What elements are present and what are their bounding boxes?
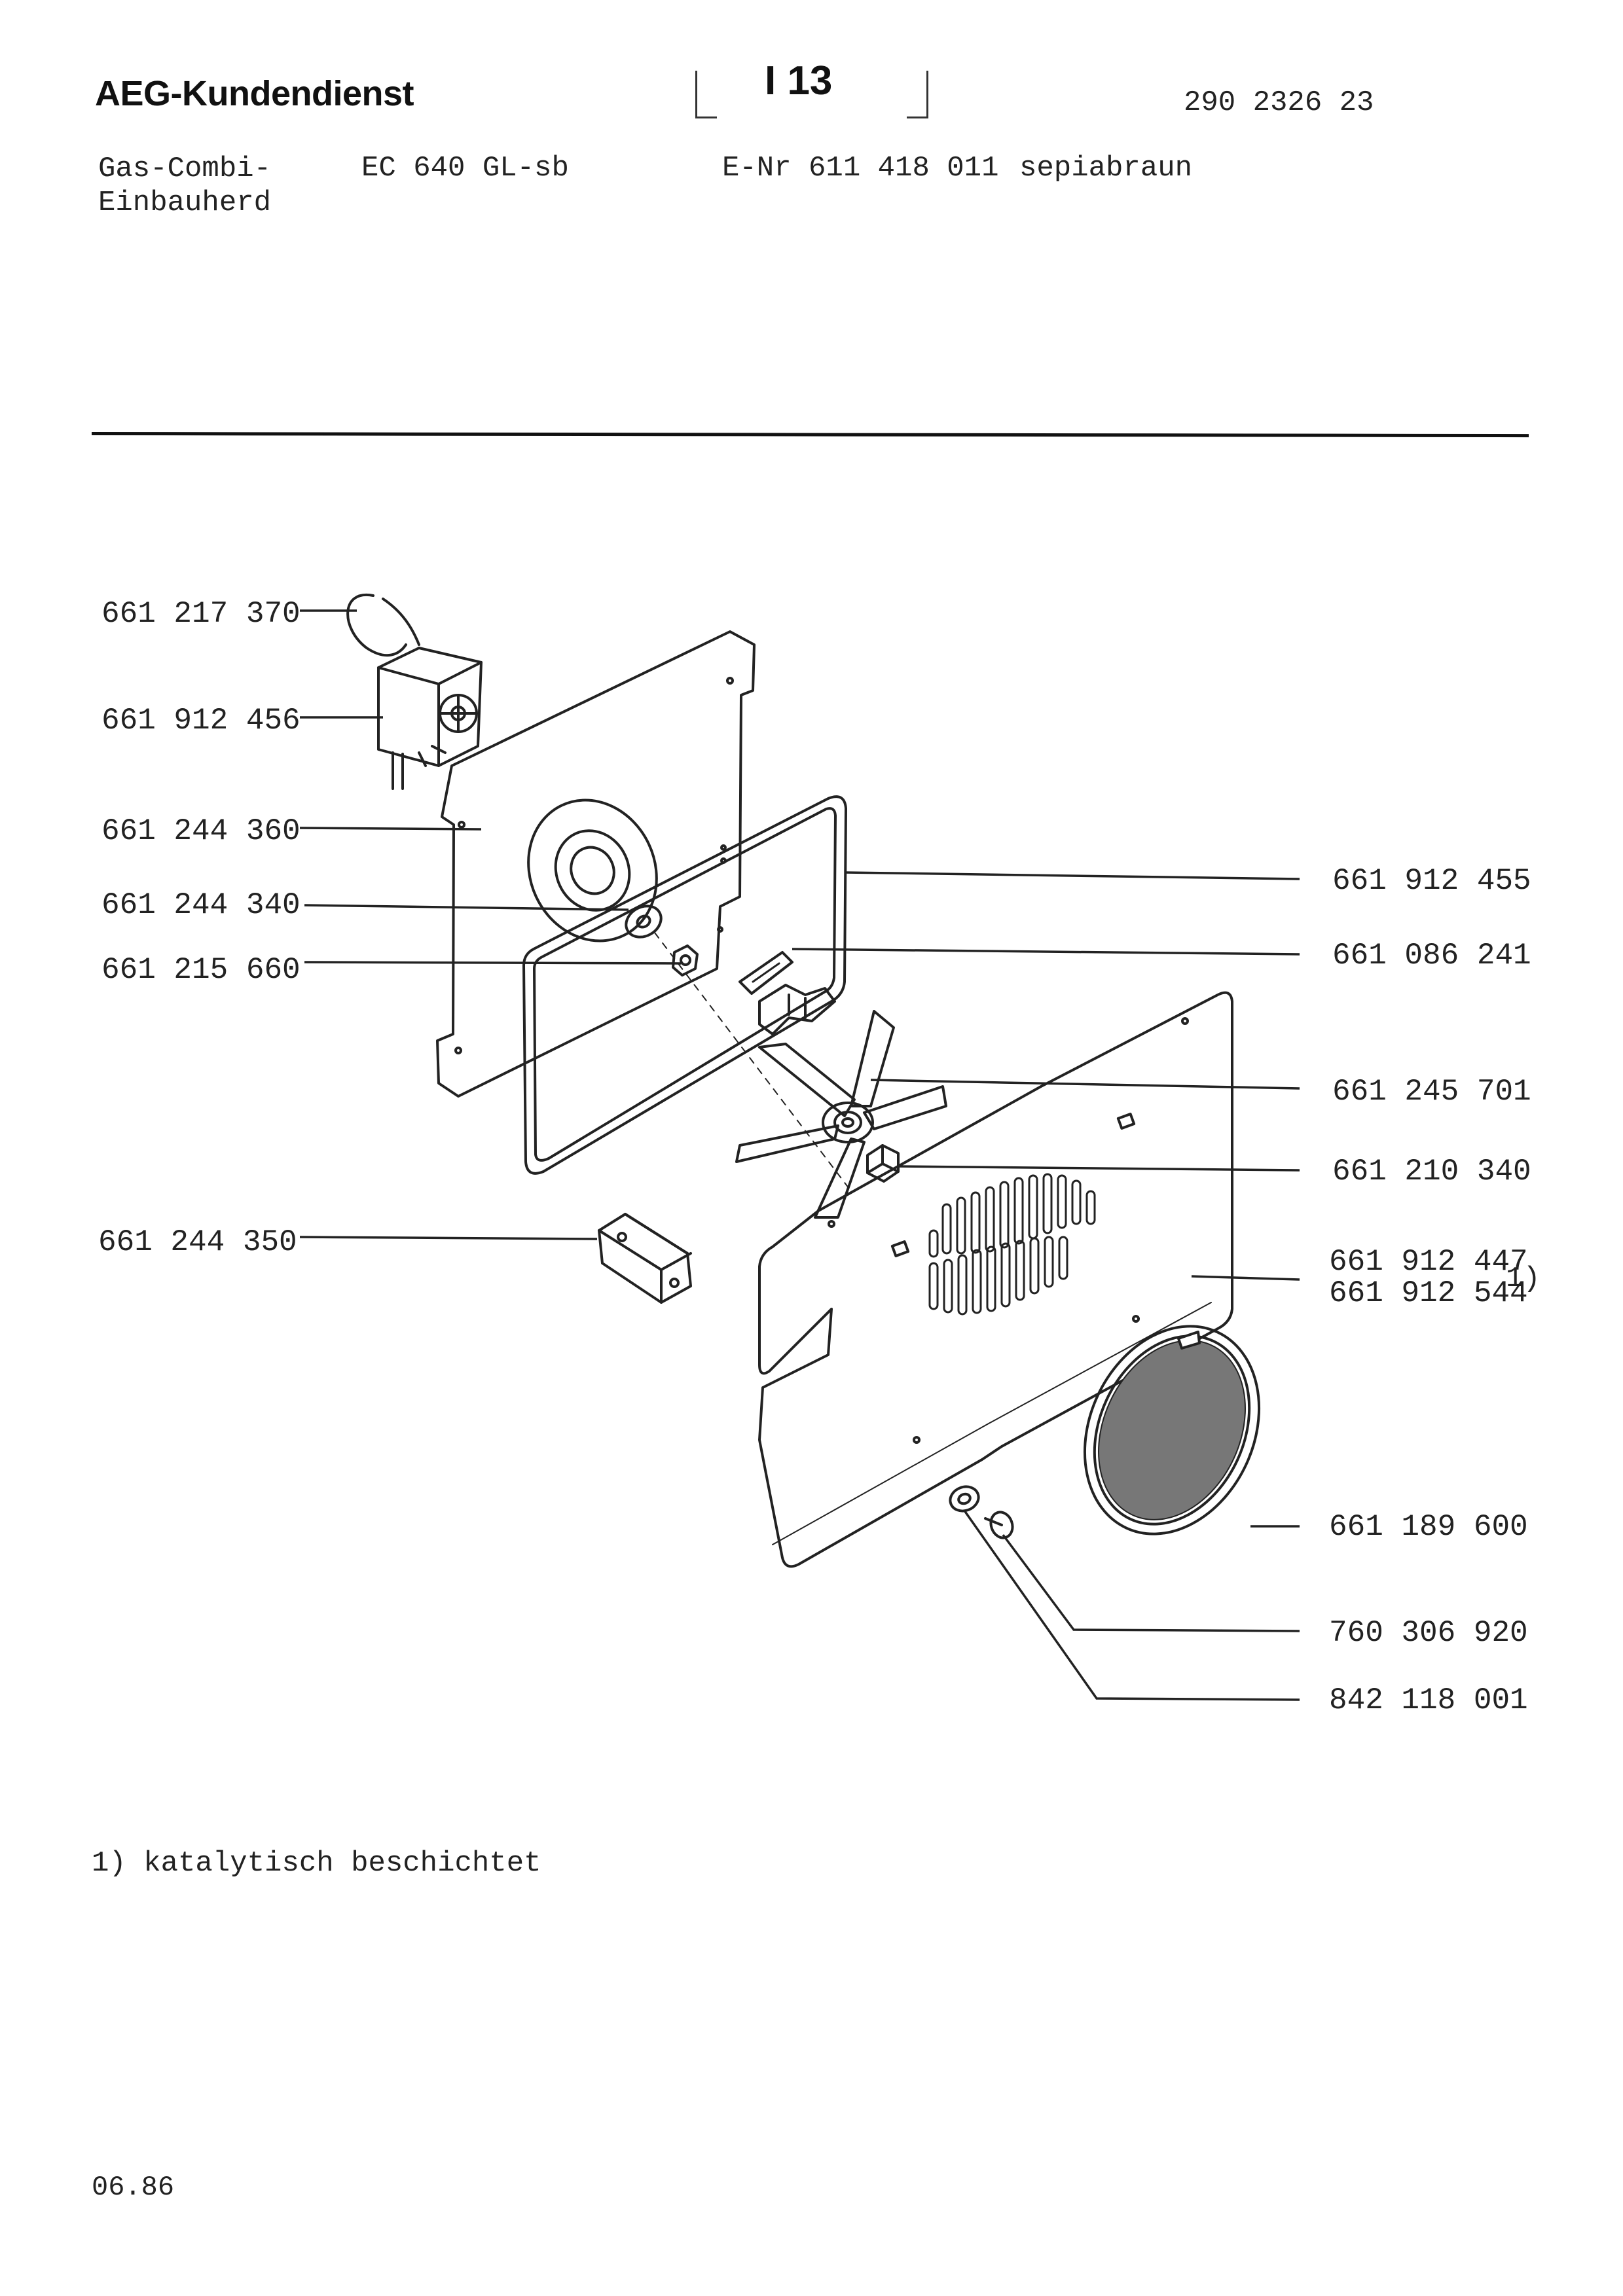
- nut-icon: [672, 944, 699, 977]
- part-number-grease-filter: 661 189 600: [1329, 1510, 1528, 1544]
- leader-line: [963, 1509, 1300, 1701]
- part-number-cable: 661 217 370: [101, 597, 301, 631]
- leader-line: [896, 1165, 1300, 1172]
- part-number-bracket: 661 244 350: [98, 1225, 297, 1259]
- color-name: sepiabraun: [1019, 152, 1193, 185]
- part-number-nut: 661 215 660: [101, 953, 301, 987]
- product-type-line2: Einbauherd: [98, 187, 272, 219]
- part-number-motor: 661 912 456: [101, 704, 301, 738]
- part-number-terminal-holder: 661 086 241: [1332, 939, 1531, 973]
- spacer-icon: [949, 1485, 980, 1513]
- bracket-icon: [598, 1213, 692, 1304]
- brand-title: AEG-Kundendienst: [95, 74, 414, 113]
- leader-line: [304, 904, 629, 911]
- page-code: I 13: [765, 58, 833, 103]
- leader-line: [844, 871, 1300, 880]
- part-number-fan-cover-alt: 661 912 544: [1329, 1276, 1528, 1310]
- leader-line: [299, 827, 482, 831]
- page-code-bracket-right: [907, 71, 928, 118]
- footnote-marker: 1): [1506, 1263, 1541, 1295]
- part-number-heating-element: 661 912 455: [1332, 864, 1531, 898]
- e-number: E-Nr 611 418 011: [722, 152, 999, 185]
- leader-line: [304, 961, 682, 965]
- leader-line: [1191, 1275, 1300, 1281]
- washer-icon: [625, 905, 663, 939]
- cable-icon: [346, 593, 420, 657]
- part-number-fan-cover: 661 912 447: [1329, 1245, 1528, 1279]
- revision-date: 06.86: [92, 2172, 175, 2203]
- leader-line: [870, 1079, 1300, 1090]
- model-number: EC 640 GL-sb: [361, 152, 569, 185]
- grease-filter-icon: [1083, 1325, 1261, 1535]
- leader-line: [299, 1236, 598, 1240]
- leader-line: [1002, 1534, 1300, 1632]
- part-number-screw: 760 306 920: [1329, 1616, 1528, 1650]
- part-number-back-panel: 661 244 360: [101, 814, 301, 848]
- motor-icon: [377, 647, 483, 790]
- page-code-bracket-left: [695, 71, 717, 118]
- screw-icon: [984, 1511, 1014, 1539]
- back-panel-icon: [436, 630, 756, 1098]
- fan-wheel-icon: [735, 1010, 947, 1219]
- product-type: Gas-Combi- Einbauherd: [98, 152, 271, 220]
- product-type-line1: Gas-Combi-: [98, 152, 272, 185]
- part-number-fan-wheel: 661 245 701: [1332, 1075, 1531, 1109]
- document-number: 290 2326 23: [1184, 86, 1374, 119]
- terminal-holder-icon: [739, 951, 836, 1035]
- leader-line: [792, 948, 1300, 956]
- part-number-fan-nut: 661 210 340: [1332, 1155, 1531, 1189]
- part-number-washer: 661 244 340: [101, 888, 301, 922]
- footnote: 1) katalytisch beschichtet: [92, 1847, 541, 1880]
- part-number-spacer: 842 118 001: [1329, 1683, 1528, 1717]
- fan-cover-icon: [758, 991, 1233, 1568]
